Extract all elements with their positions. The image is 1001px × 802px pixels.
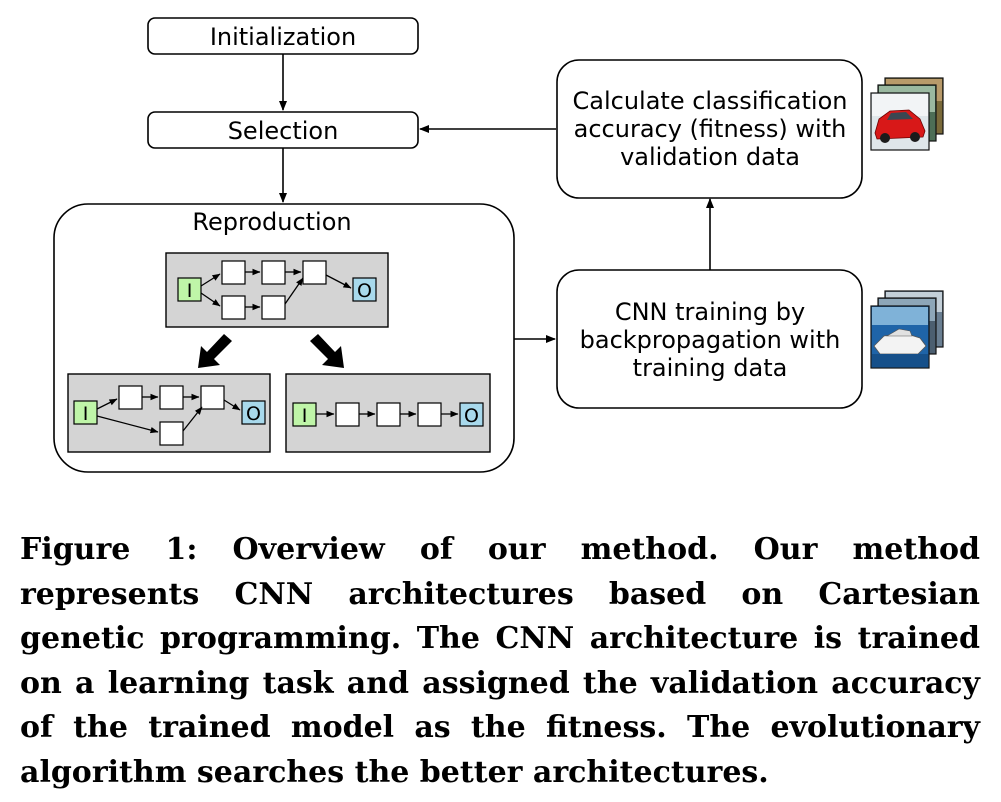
training-box: CNN training by backpropagation with tra… xyxy=(556,269,863,409)
input-node-label: I xyxy=(187,280,193,302)
training-images-icon xyxy=(870,290,944,369)
parent-graph-panel: I O xyxy=(165,252,389,328)
training-label-line-3: training data xyxy=(633,354,788,382)
hidden-node xyxy=(302,260,327,285)
hidden-node xyxy=(221,260,246,285)
hidden-node xyxy=(261,295,286,320)
fitness-label-line-1: Calculate classification xyxy=(573,87,848,115)
output-node-label: O xyxy=(246,403,261,425)
selection-box: Selection xyxy=(147,111,419,149)
hidden-node xyxy=(159,421,184,446)
input-node xyxy=(177,277,202,302)
initialization-box: Initialization xyxy=(147,17,419,55)
input-node-label: I xyxy=(302,405,308,427)
mutation-arrow-right-icon xyxy=(310,334,344,368)
figure-caption: Figure 1: Overview of our method. Our me… xyxy=(20,532,980,790)
hidden-node xyxy=(118,385,143,410)
input-node-label: I xyxy=(83,403,89,425)
fitness-label-line-2: accuracy (fitness) with xyxy=(574,115,847,143)
output-node-label: O xyxy=(464,405,479,427)
training-label-line-2: backpropagation with xyxy=(580,326,841,354)
initialization-label: Initialization xyxy=(210,23,356,51)
child-graph-panel-left: I O xyxy=(67,373,271,453)
output-node xyxy=(459,402,484,427)
training-label-line-1: CNN training by xyxy=(615,298,805,326)
hidden-node xyxy=(417,402,442,427)
hidden-node xyxy=(335,402,360,427)
output-node xyxy=(352,277,377,302)
mutation-arrow-left-icon xyxy=(198,334,232,368)
child-graph-panel-right: I O xyxy=(285,373,491,453)
validation-images-icon xyxy=(870,77,944,151)
reproduction-label: Reproduction xyxy=(192,208,351,236)
fitness-label-line-3: validation data xyxy=(620,143,800,171)
hidden-node xyxy=(200,385,225,410)
output-node xyxy=(241,400,266,425)
hidden-node xyxy=(221,295,246,320)
hidden-node xyxy=(261,260,286,285)
selection-label: Selection xyxy=(228,117,339,145)
fitness-box: Calculate classification accuracy (fitne… xyxy=(556,59,863,199)
hidden-node xyxy=(159,385,184,410)
output-node-label: O xyxy=(357,280,372,302)
input-node xyxy=(73,400,98,425)
hidden-node xyxy=(376,402,401,427)
